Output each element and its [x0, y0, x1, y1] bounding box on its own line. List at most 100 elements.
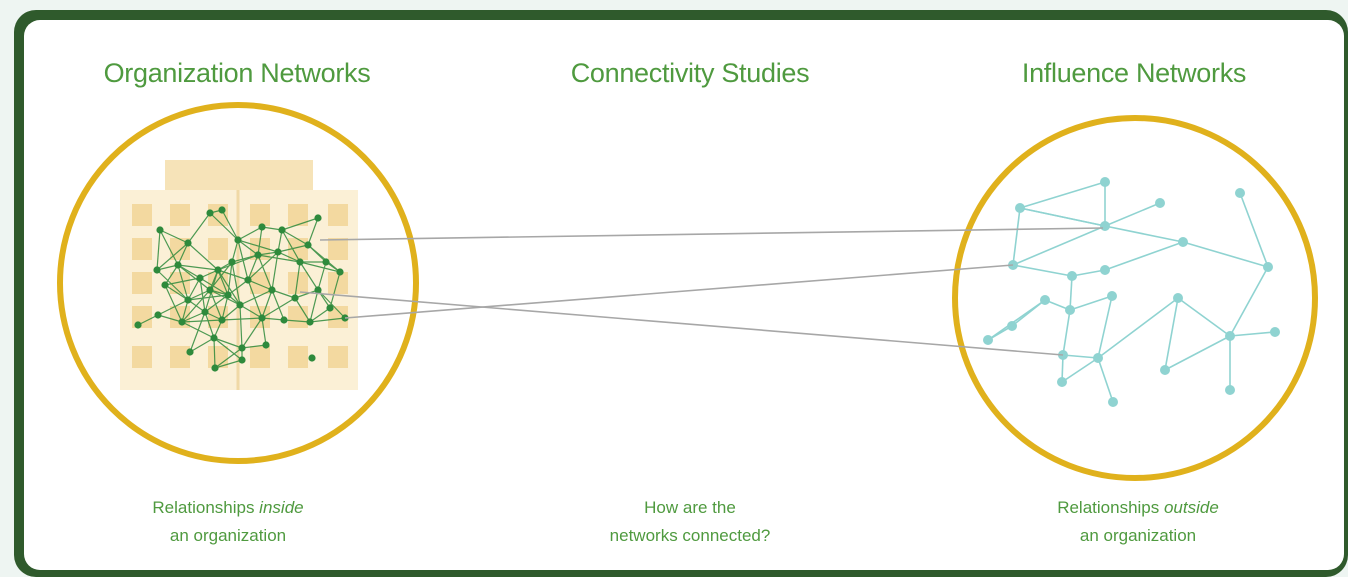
- influence-network-edge: [1182, 241, 1269, 268]
- org-network-node: [336, 268, 344, 276]
- org-network-edge: [281, 217, 319, 231]
- influence-network-edge: [1104, 202, 1161, 227]
- influence-network-edge: [1104, 241, 1184, 271]
- influence-network-node: [1270, 327, 1280, 337]
- org-network-edge: [221, 209, 239, 241]
- caption-connectivity-line2: networks connected?: [609, 526, 771, 545]
- org-network-edge: [181, 299, 189, 323]
- org-network-edge: [281, 229, 309, 246]
- org-network-edge: [299, 261, 341, 273]
- org-network-edge: [204, 294, 229, 313]
- org-network-edge: [294, 297, 311, 323]
- org-network-node: [262, 341, 270, 349]
- influence-network-node: [1007, 321, 1017, 331]
- org-network-edge: [317, 289, 346, 319]
- influence-network-edges: [987, 181, 1276, 403]
- connector-lines: [299, 227, 1104, 356]
- org-network-edge: [159, 229, 179, 266]
- influence-network-node: [1178, 237, 1188, 247]
- building-window: [132, 346, 152, 368]
- org-network-node: [206, 209, 214, 217]
- building-window: [288, 306, 308, 328]
- org-network-edge: [271, 289, 285, 321]
- org-network-edge: [164, 284, 189, 301]
- org-network-edge: [247, 254, 259, 281]
- org-network-edge: [241, 344, 267, 349]
- org-network-edge: [199, 277, 206, 313]
- org-network-edge: [277, 251, 301, 263]
- caption-influence-line1: Relationships outside: [1057, 494, 1219, 522]
- org-network-node: [322, 258, 330, 266]
- org-network-edge: [257, 226, 263, 256]
- influence-network-edge: [1239, 192, 1269, 268]
- building-window: [328, 272, 348, 294]
- org-network-node: [278, 226, 286, 234]
- org-network-edge: [213, 337, 243, 361]
- org-network-node: [156, 226, 164, 234]
- influence-network-node: [1173, 293, 1183, 303]
- building-window: [328, 306, 348, 328]
- title-organization-networks: Organization Networks: [103, 58, 371, 88]
- org-network-edge: [237, 239, 279, 253]
- influence-network-node: [1067, 271, 1077, 281]
- influence-network-node: [1225, 385, 1235, 395]
- org-network-edge: [239, 304, 243, 349]
- org-network-edge: [239, 289, 273, 306]
- org-network-edge: [213, 337, 216, 369]
- org-network-node: [234, 236, 242, 244]
- org-network-edge: [189, 311, 206, 353]
- org-network-edge: [237, 226, 263, 241]
- org-network-edge: [309, 307, 331, 323]
- org-network-node: [268, 286, 276, 294]
- organization-circle: [57, 102, 419, 464]
- org-network-edge: [257, 254, 301, 263]
- caption-organization-text: Relationships: [152, 498, 260, 517]
- org-network-edge: [283, 319, 311, 323]
- org-network-edge: [217, 254, 259, 271]
- org-network-edges: [137, 209, 346, 369]
- influence-network-edge: [1097, 295, 1113, 359]
- org-network-edge: [199, 277, 229, 296]
- org-network-node: [258, 314, 266, 322]
- org-network-node: [308, 354, 316, 362]
- org-network-edge: [277, 229, 283, 253]
- org-network-node: [196, 274, 204, 282]
- caption-influence-line2: an organization: [1079, 526, 1197, 545]
- org-network-edge: [137, 314, 159, 326]
- org-network-edge: [329, 271, 341, 309]
- org-network-edge: [157, 314, 183, 323]
- org-network-node: [314, 214, 322, 222]
- org-network-node: [236, 301, 244, 309]
- org-network-edge: [294, 289, 319, 299]
- building-window: [288, 272, 308, 294]
- building-window: [132, 238, 152, 260]
- influence-network-edge: [1062, 354, 1099, 359]
- org-network-edge: [277, 244, 309, 253]
- title-influence-networks: Influence Networks: [1021, 58, 1247, 88]
- org-network-edge: [231, 239, 239, 263]
- org-network-node: [210, 334, 218, 342]
- org-network-edge: [177, 264, 189, 301]
- influence-network-edge: [1071, 269, 1106, 277]
- org-network-node: [211, 364, 219, 372]
- org-network-edge: [217, 269, 229, 296]
- org-network-node: [228, 258, 236, 266]
- org-network-edge: [177, 264, 219, 271]
- org-network-edge: [309, 317, 346, 323]
- org-network-nodes: [134, 206, 349, 372]
- org-network-node: [154, 311, 162, 319]
- org-network-edge: [227, 279, 249, 296]
- caption-organization-line2: an organization: [169, 526, 287, 545]
- org-network-node: [224, 291, 232, 299]
- caption-organization: Relationships inside an organization: [152, 494, 303, 550]
- building-window: [250, 346, 270, 368]
- org-network-node: [186, 348, 194, 356]
- org-network-edge: [317, 261, 327, 291]
- org-network-node: [184, 296, 192, 304]
- org-network-edge: [261, 317, 267, 346]
- org-network-node: [218, 206, 226, 214]
- org-network-node: [174, 261, 182, 269]
- building-window: [288, 238, 308, 260]
- org-network-edge: [187, 289, 211, 301]
